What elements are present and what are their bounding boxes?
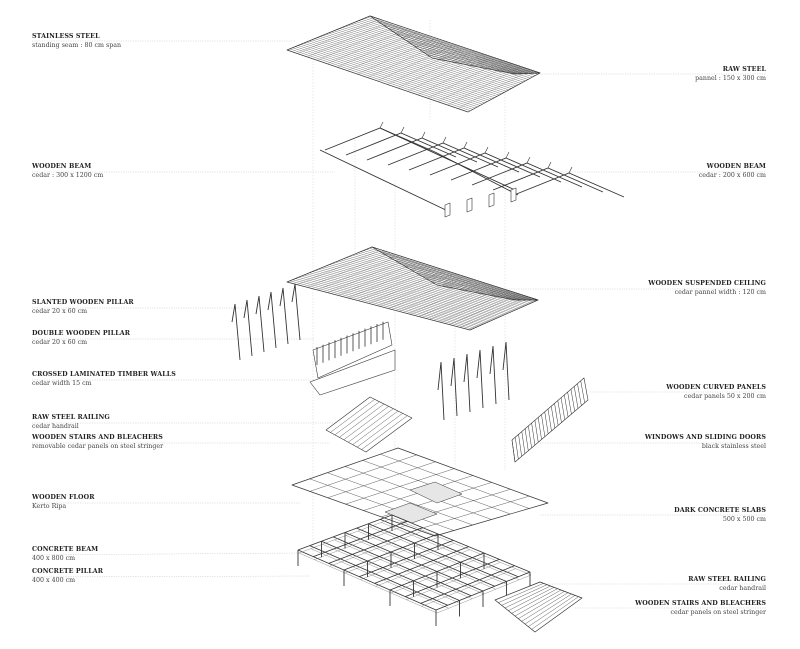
slanted-pillar-right-1 [450,357,458,417]
leader-left-8 [31,552,301,556]
timber-wall-base [309,349,396,396]
timber-wall-left [312,321,393,379]
rafter-3 [387,142,499,168]
slanted-pillar-3 [267,291,277,349]
wall-layer [309,321,589,463]
slanted-pillar-right-4 [489,345,497,405]
pillar-layer [231,283,510,421]
slanted-pillar-0 [231,303,241,361]
floor-layer [291,447,549,537]
rafter-2 [366,137,478,163]
slanted-pillar-right-3 [476,349,484,409]
slanted-pillar-5 [291,283,301,341]
slanted-pillar-1 [243,299,253,357]
rafter-5 [429,152,541,178]
dark-concrete-slab-1 [409,481,463,504]
rafter-0 [324,127,436,153]
roof-layer [286,15,541,113]
rafter-6 [450,157,562,183]
beam-post-3 [510,187,517,203]
slanted-pillar-right-0 [437,361,445,421]
rafter-9 [513,172,625,198]
leader-lines [31,40,766,609]
concrete-grid-layer [297,514,532,626]
slanted-pillar-right-2 [463,353,471,413]
exterior-stairs-layer [494,581,583,633]
rafter-4 [408,147,520,173]
slanted-pillar-2 [255,295,265,353]
beam-post-1 [466,197,473,213]
beam-post-0 [444,202,451,218]
beam-post-2 [488,192,495,208]
slanted-pillar-4 [279,287,289,345]
leader-left-9 [31,575,311,578]
rafter-7 [471,162,583,188]
rafter-8 [492,167,604,193]
beam-layer [319,121,625,218]
rafter-1 [345,132,457,158]
ceiling-layer [286,246,539,331]
slanted-pillar-right-5 [502,341,510,401]
interior-stairs [325,396,413,453]
stairs-layer [325,396,413,453]
